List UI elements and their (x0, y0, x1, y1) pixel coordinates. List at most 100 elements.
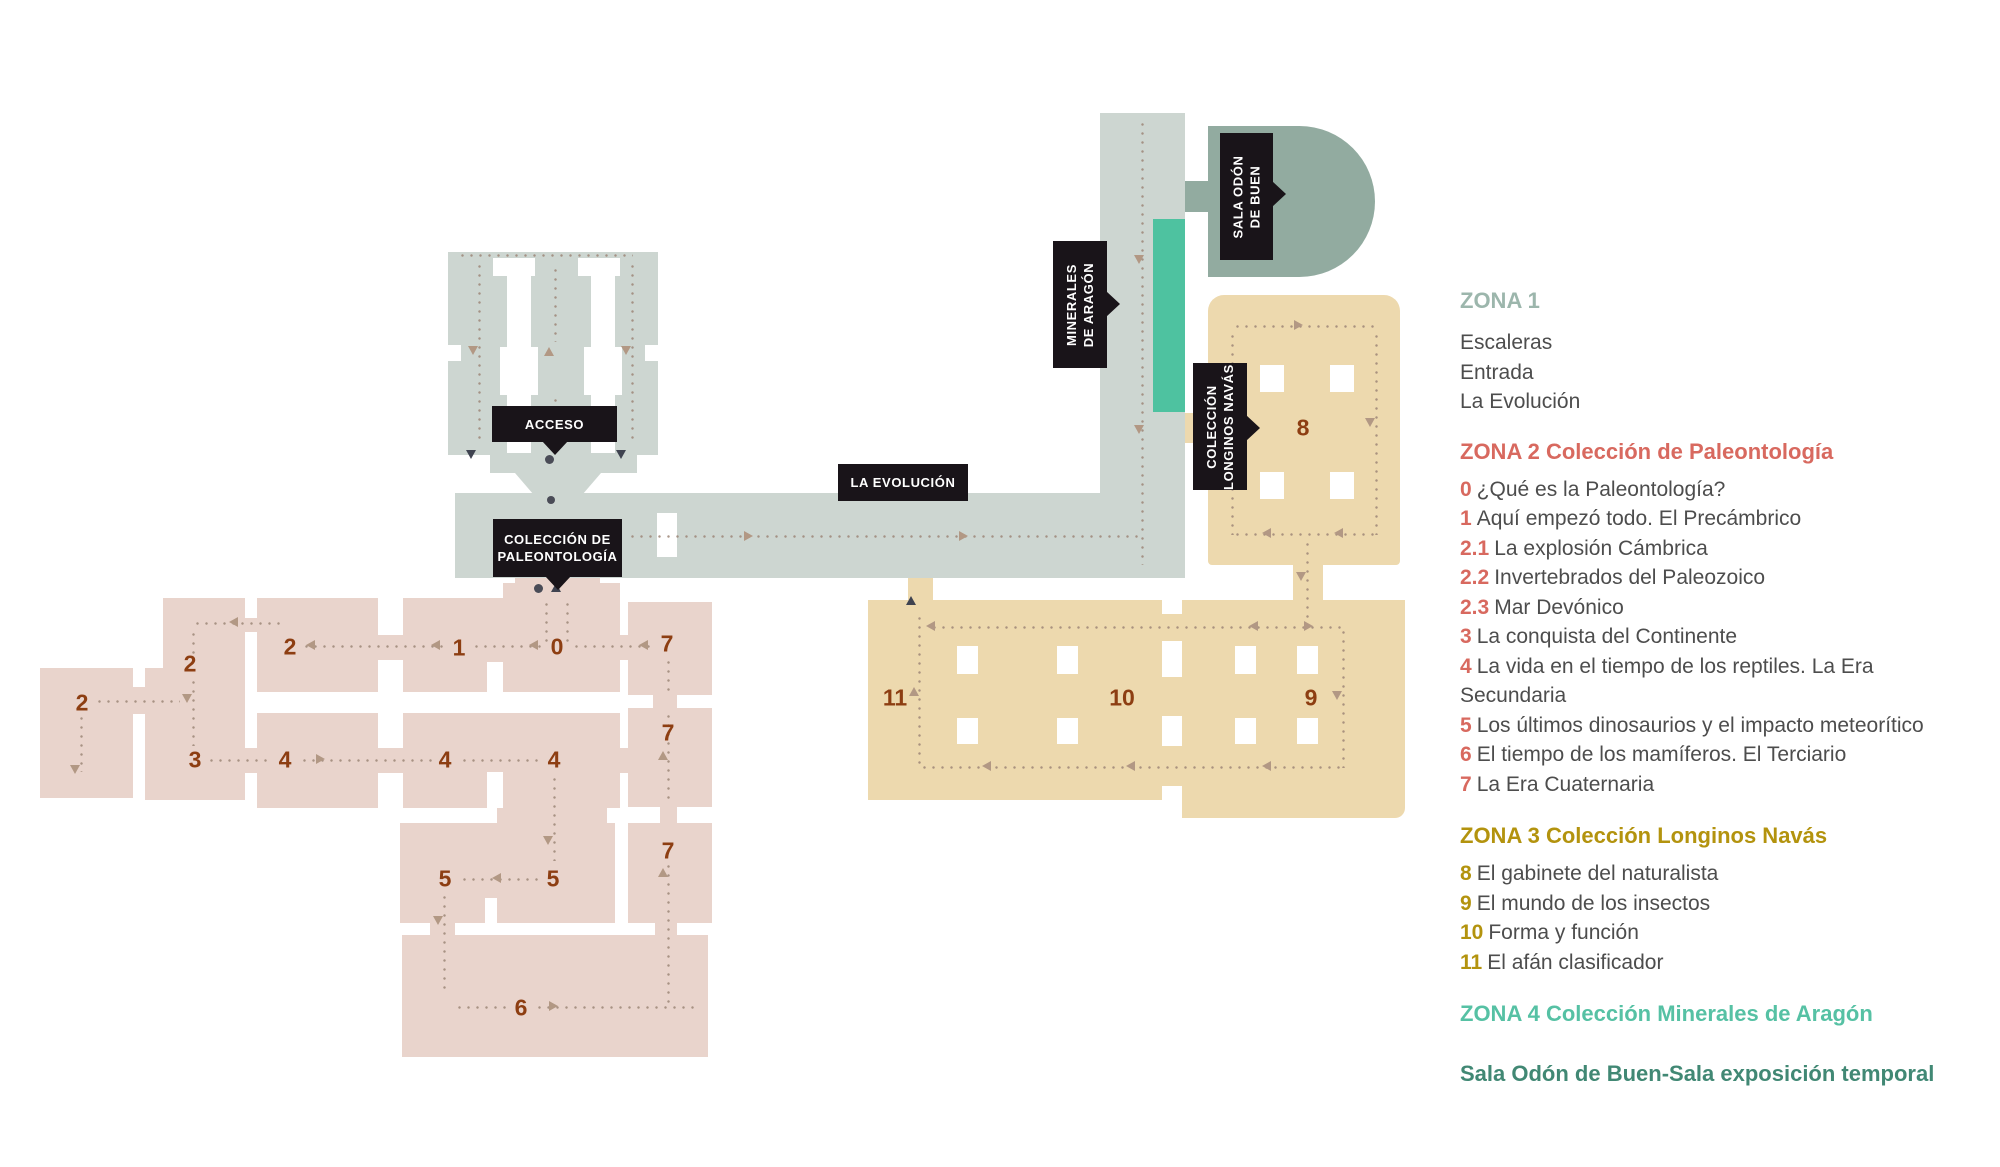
room-number: 4 (547, 746, 561, 773)
legend-zona1-title: ZONA 1 (1460, 288, 1540, 313)
route-arrow (926, 621, 935, 631)
room-number: 9 (1304, 684, 1318, 711)
room-number: 2 (283, 633, 297, 660)
room-number: 7 (661, 837, 675, 864)
route-dots (443, 893, 446, 993)
route-arrow (316, 754, 325, 764)
tag-minerales-text: MINERALES DE ARAGÓN (1064, 262, 1096, 347)
legend-zona2-title: ZONA 2 Colección de Paleontología (1460, 438, 1834, 464)
zone2-bridge (497, 808, 607, 823)
route-arrow (544, 347, 554, 356)
legend-sala-odon-title: Sala Odón de Buen-Sala exposición tempor… (1460, 1061, 1935, 1086)
legend-zona4-title: ZONA 4 Colección Minerales de Aragón (1460, 1001, 1873, 1026)
zone1-entrance-base (490, 455, 637, 473)
pillar (1057, 646, 1078, 674)
zone2-room (402, 935, 708, 1057)
route-dots (667, 862, 670, 1004)
route-arrow (1134, 425, 1144, 434)
route-arrow (959, 531, 968, 541)
pillar (1235, 646, 1256, 674)
pointer-down-icon (541, 441, 568, 455)
legend-zona3-title: ZONA 3 Colección Longinos Navás (1460, 823, 1828, 848)
pointer-right-icon (1246, 415, 1260, 441)
route-dots (918, 614, 921, 770)
tag-evolucion-label: LA EVOLUCIÓN (850, 475, 956, 490)
entry-arrow (906, 596, 916, 605)
route-arrow (431, 640, 440, 650)
zone2-bridge (430, 923, 455, 937)
room-number: 1 (452, 634, 466, 661)
wall-notch (448, 345, 461, 361)
route-arrow (433, 916, 443, 925)
tag-longinos-text: COLECCIÓN LONGINOS NAVÁS (1204, 363, 1237, 490)
room-number: 7 (661, 719, 675, 746)
room-number: 7 (660, 630, 674, 657)
route-dots (478, 262, 481, 445)
route-arrow (1365, 418, 1375, 427)
entry-dot (547, 496, 555, 504)
zone2-room (400, 823, 497, 923)
route-arrow (744, 531, 753, 541)
route-dots (1306, 540, 1309, 628)
legend-item: Entrada (1460, 360, 1534, 384)
route-dots (667, 658, 670, 692)
route-arrow (182, 694, 192, 703)
pointer-right-icon (1272, 181, 1286, 207)
route-dots (472, 645, 542, 648)
stair-slot-top (493, 258, 535, 276)
route-arrow (549, 1001, 558, 1011)
wall-gap (485, 898, 497, 923)
zone4-minerales-strip (1153, 219, 1185, 412)
tag-coleccion-longinos-navas: COLECCIÓN LONGINOS NAVÁS (1193, 363, 1260, 490)
room-number: 3 (188, 746, 202, 773)
pillar (1235, 718, 1256, 744)
zone1-entrance-taper (515, 473, 601, 494)
zone2-room (628, 823, 712, 923)
route-arrow (543, 836, 553, 845)
route-dots (930, 626, 1342, 629)
room-number: 8 (1296, 414, 1310, 441)
entry-dot (545, 455, 554, 464)
route-arrow (1334, 528, 1343, 538)
pillar (1297, 646, 1318, 674)
route-dots (572, 645, 650, 648)
zone2-room (40, 668, 133, 798)
room-number: 2 (75, 689, 89, 716)
route-dots (545, 600, 548, 642)
zone2-bridge (487, 598, 503, 662)
route-dots (300, 759, 432, 762)
route-dots (193, 622, 283, 625)
route-arrow (639, 640, 648, 650)
route-arrow (658, 751, 668, 760)
legend-item: Escaleras (1460, 331, 1553, 354)
route-arrow (1296, 572, 1306, 581)
hall-notch (1162, 786, 1182, 800)
route-dots (207, 759, 273, 762)
stair-slot-widening (584, 347, 622, 395)
room-number: 0 (550, 633, 564, 660)
tag-acceso-label: ACCESO (524, 416, 585, 432)
tag-paleontologia-line1: COLECCIÓN DE (504, 532, 611, 547)
zone2-bridge (620, 748, 628, 773)
pillar (957, 646, 978, 674)
route-arrow (1332, 691, 1342, 700)
zone2-bridge (245, 618, 257, 632)
route-arrow (909, 687, 919, 696)
pillar (957, 718, 978, 744)
room-number: 5 (546, 865, 560, 892)
legend-item: La Evolución (1460, 390, 1581, 413)
wall-notch (645, 345, 658, 361)
route-arrow (982, 761, 991, 771)
route-dots (80, 714, 83, 772)
exit-arrow (616, 450, 626, 459)
exit-arrow (466, 450, 476, 459)
route-arrow (229, 617, 238, 627)
zone2-room (163, 598, 245, 800)
legend-item: 0¿Qué es la Paleontología? (1460, 477, 1726, 501)
route-arrow (306, 640, 315, 650)
